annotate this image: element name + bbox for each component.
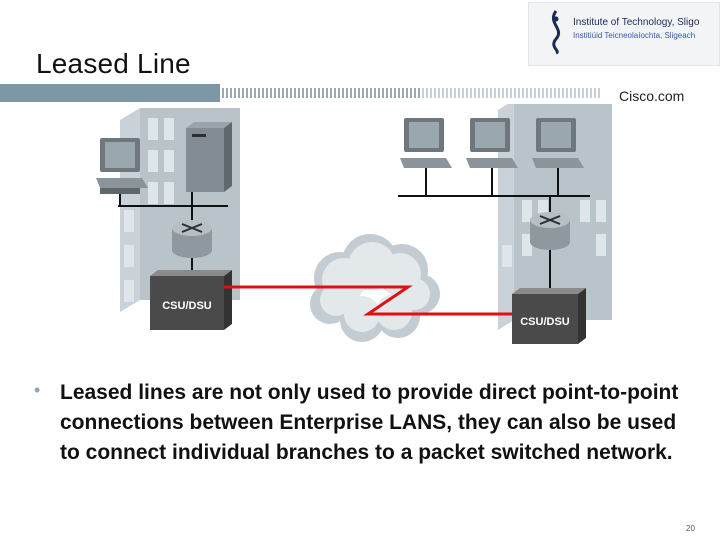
header-band (0, 84, 600, 102)
bullet-dot-icon: • (34, 380, 41, 400)
router-icon (172, 220, 212, 258)
institute-name-en: Institute of Technology, Sligo (573, 17, 700, 28)
bullet-text: Leased lines are not only used to provid… (60, 381, 679, 464)
router-icon (530, 212, 570, 250)
csu-dsu-left: CSU/DSU (150, 270, 232, 330)
csu-dsu-right: CSU/DSU (512, 288, 586, 344)
workstation-icon (96, 138, 148, 194)
workstation-icon (400, 118, 452, 168)
workstation-icon (466, 118, 518, 168)
csu-dsu-right-label: CSU/DSU (520, 316, 570, 328)
institute-emblem-icon (551, 10, 561, 55)
cisco-brand: Cisco.com (619, 88, 685, 104)
workstation-icon (532, 118, 584, 168)
slide-title: Leased Line (36, 48, 191, 79)
page-number: 20 (686, 524, 695, 533)
cloud-icon (310, 234, 440, 342)
server-icon (186, 122, 232, 192)
institute-name-ga: Institiúid Teicneolaíochta, Sligeach (573, 31, 696, 40)
csu-dsu-left-label: CSU/DSU (162, 300, 212, 312)
leased-line-diagram: CSU/DSU (96, 104, 612, 344)
leased-line-link (224, 285, 512, 316)
institute-logo: Institute of Technology, Sligo Institiúi… (528, 2, 720, 66)
